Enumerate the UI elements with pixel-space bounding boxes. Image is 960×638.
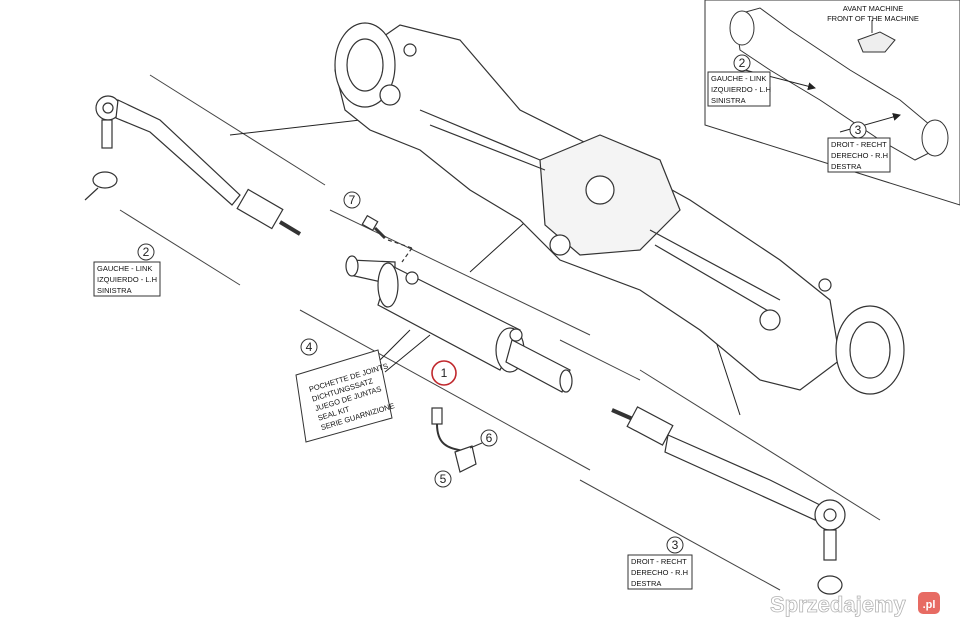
- callout-4: 4 POCHETTE DE JOINTS DICHTUNGSSATZ JUEGO…: [295, 338, 396, 443]
- svg-text:6: 6: [486, 431, 493, 445]
- inset-callout-2: 2: [739, 56, 746, 70]
- svg-text:1: 1: [441, 366, 448, 380]
- bottom-label-line-1: DROIT - RECHT: [631, 557, 687, 566]
- inset-right-line-1: DROIT - RECHT: [831, 140, 887, 149]
- inset-heading-1: AVANT MACHINE: [843, 4, 903, 13]
- inset-heading-2: FRONT OF THE MACHINE: [827, 14, 919, 23]
- svg-text:5: 5: [440, 472, 447, 486]
- watermark-text: Sprzedajemy: [770, 592, 906, 617]
- inset-right-line-2: DERECHO - R.H: [831, 151, 888, 160]
- watermark-logo: Sprzedajemy .pl: [770, 592, 940, 617]
- axle-assembly: [334, 22, 905, 395]
- left-label-line-2: IZQUIERDO - L.H: [97, 275, 157, 284]
- tie-rod-right: [611, 406, 846, 595]
- watermark-suffix: .pl: [923, 599, 936, 611]
- callout-5: 5: [434, 470, 452, 488]
- left-label-line-1: GAUCHE - LINK: [97, 264, 152, 273]
- callout-3-bottom: 3 DROIT - RECHT DERECHO - R.H DESTRA: [627, 536, 693, 590]
- callout-2-left: 2 GAUCHE - LINK IZQUIERDO - L.H SINISTRA: [93, 243, 161, 297]
- sensor-part: [431, 407, 483, 473]
- svg-text:4: 4: [306, 340, 313, 354]
- bottom-label-line-3: DESTRA: [631, 579, 661, 588]
- left-label-line-3: SINISTRA: [97, 286, 132, 295]
- steering-cylinder: [345, 255, 573, 393]
- svg-text:7: 7: [349, 193, 356, 207]
- watermark-badge: [918, 592, 940, 614]
- inset-overview: AVANT MACHINE FRONT OF THE MACHINE 2 GAU…: [704, 0, 960, 206]
- inset-left-line-3: SINISTRA: [711, 96, 746, 105]
- bolt-part: [361, 214, 413, 263]
- callout-6: 6: [480, 429, 498, 447]
- bottom-label-line-2: DERECHO - R.H: [631, 568, 688, 577]
- inset-callout-3: 3: [855, 123, 862, 137]
- inset-left-line-1: GAUCHE - LINK: [711, 74, 766, 83]
- guide-lines: [119, 74, 881, 591]
- svg-text:3: 3: [672, 538, 679, 552]
- callout-7: 7: [343, 191, 361, 209]
- tie-rod-left: [84, 95, 302, 236]
- inset-right-line-3: DESTRA: [831, 162, 861, 171]
- svg-text:2: 2: [143, 245, 150, 259]
- callout-1: 1: [431, 360, 457, 386]
- inset-left-line-2: IZQUIERDO - L.H: [711, 85, 771, 94]
